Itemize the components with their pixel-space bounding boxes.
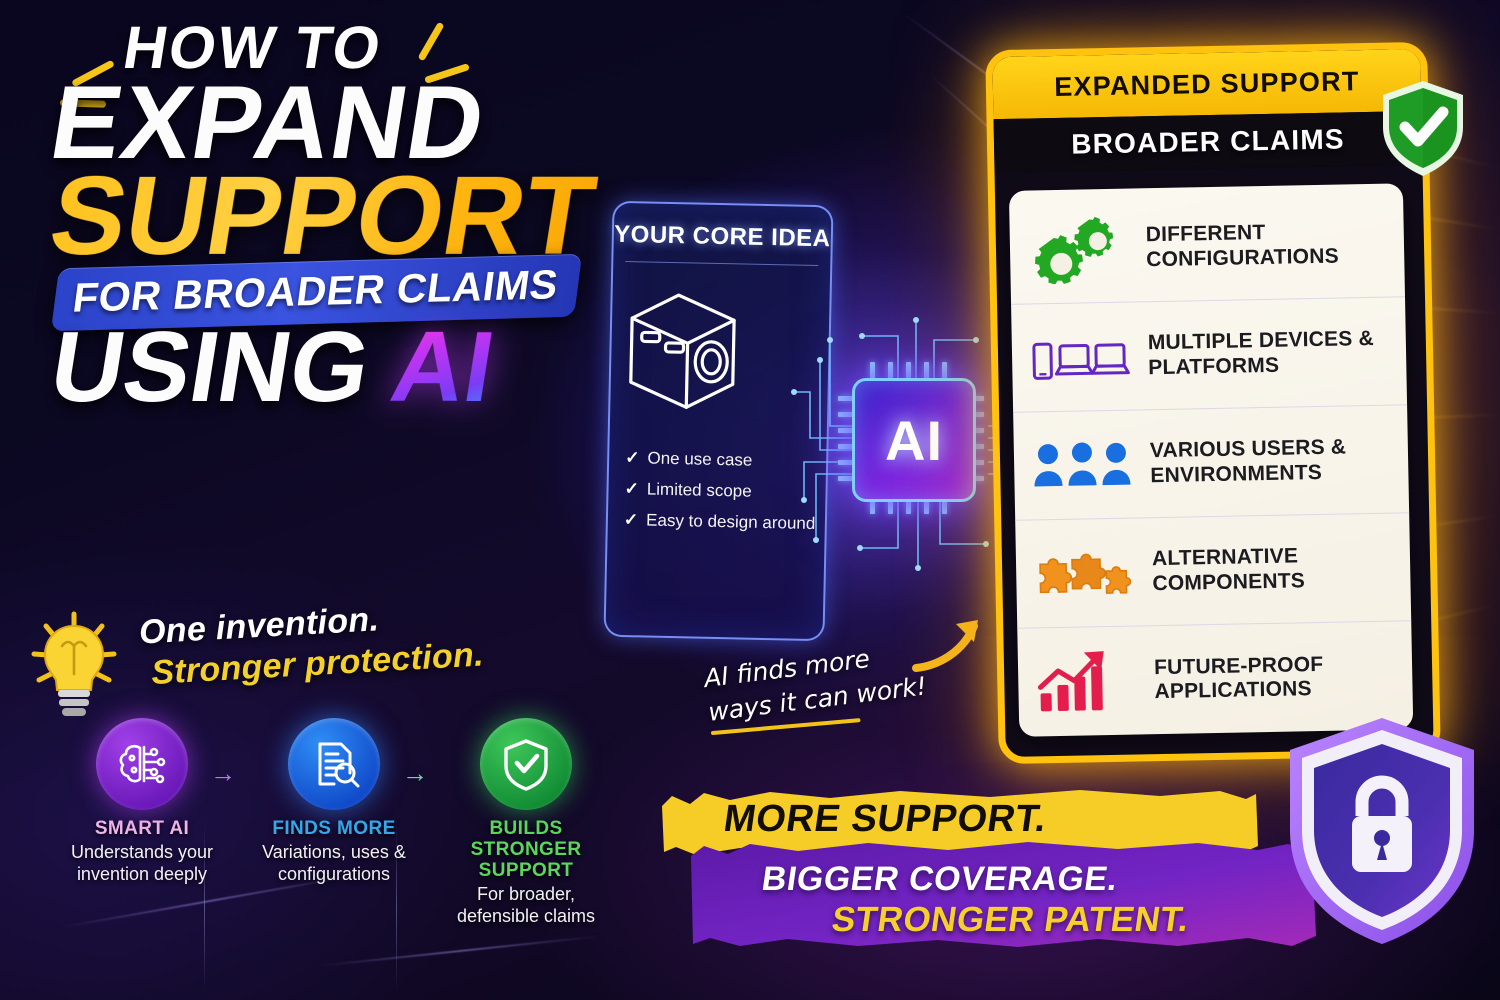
flow-step-1-heading: SMART AI — [94, 818, 190, 839]
flow-step-smart-ai[interactable]: SMART AI Understands your invention deep… — [56, 718, 228, 886]
flow-step-1-circle — [96, 718, 188, 810]
purple-brush-banner — [691, 842, 1316, 947]
lock-shield-icon — [1290, 718, 1474, 944]
banner-line-stronger-patent: STRONGER PATENT. — [829, 900, 1192, 939]
check-icon: ✓ — [624, 479, 640, 499]
flow-step-builds-support[interactable]: BUILDS STRONGER SUPPORT For broader, def… — [440, 718, 612, 928]
flow-arrow-1: → — [210, 758, 236, 788]
ai-chip-label: AI — [885, 408, 943, 472]
flow-step-3-circle — [480, 718, 572, 810]
flow-step-1-body: Understands your invention deeply — [70, 841, 214, 884]
title-line-support: SUPPORT — [42, 153, 620, 278]
lightbulb-icon — [31, 611, 117, 716]
title-ai-word: AI — [383, 310, 502, 423]
card-header-yellow-label: EXPANDED SUPPORT — [1053, 65, 1360, 102]
card-header-black-label: BROADER CLAIMS — [1070, 123, 1345, 160]
card-header-expanded-support: EXPANDED SUPPORT — [992, 48, 1422, 120]
page-title: HOW TO EXPAND SUPPORT FOR BROADER CLAIMS… — [42, 14, 612, 423]
devices-icon — [1030, 328, 1135, 386]
gears-icon — [1027, 214, 1132, 285]
flow-arrow-2: → — [402, 758, 428, 788]
flow-step-2-body: Variations, uses & configurations — [262, 841, 406, 884]
puzzle-icon — [1034, 544, 1139, 602]
bottom-banner: MORE SUPPORT. BIGGER COVERAGE. STRONGER … — [652, 788, 1316, 948]
shield-check-icon — [504, 739, 548, 791]
list-item-label: MULTIPLE DEVICES & PLATFORMS — [1147, 327, 1375, 379]
core-idea-item-label: One use case — [647, 448, 753, 470]
brain-circuit-icon — [119, 744, 166, 784]
users-icon — [1032, 438, 1137, 492]
list-item-label: DIFFERENT CONFIGURATIONS — [1145, 221, 1339, 271]
list-item-label: ALTERNATIVE COMPONENTS — [1151, 544, 1306, 595]
list-item[interactable]: DIFFERENT CONFIGURATIONS — [1009, 189, 1406, 305]
ai-chip-body: AI — [852, 378, 976, 502]
broader-claims-list: DIFFERENT CONFIGURATIONS — [1008, 183, 1414, 737]
banner-line-more-support: MORE SUPPORT. — [721, 798, 1050, 840]
title-line-using-ai: USING AI — [43, 311, 619, 423]
yellow-brush-banner — [662, 790, 1258, 856]
cube-box-icon — [629, 293, 736, 409]
card-header-broader-claims: BROADER CLAIMS — [993, 110, 1423, 174]
core-idea-item-label: Limited scope — [646, 479, 752, 501]
flow-step-2-heading: FINDS MORE — [272, 818, 396, 839]
check-icon: ✓ — [625, 448, 640, 468]
expanded-support-card[interactable]: EXPANDED SUPPORT BROADER CLAIMS — [985, 41, 1441, 765]
core-idea-divider — [625, 261, 819, 267]
list-item-label: VARIOUS USERS & ENVIRONMENTS — [1149, 435, 1347, 487]
flow-step-finds-more[interactable]: FINDS MORE Variations, uses & configurat… — [248, 718, 420, 886]
list-item[interactable]: MULTIPLE DEVICES & PLATFORMS — [1011, 297, 1408, 413]
ai-chip: AI — [790, 300, 1050, 600]
list-item[interactable]: ALTERNATIVE COMPONENTS — [1015, 513, 1412, 629]
green-shield-check-icon — [1383, 81, 1463, 176]
flow-step-3-heading: BUILDS STRONGER SUPPORT — [470, 818, 582, 881]
growth-chart-icon — [1036, 649, 1141, 713]
flow-step-3-body: For broader, defensible claims — [456, 883, 596, 926]
curved-arrow-icon — [912, 620, 978, 672]
list-item-label: FUTURE-PROOF APPLICATIONS — [1153, 652, 1324, 704]
check-icon: ✓ — [623, 510, 639, 530]
list-item[interactable]: FUTURE-PROOF APPLICATIONS — [1017, 621, 1413, 737]
core-idea-card[interactable]: YOUR CORE IDEA ✓ One use case ✓ Limited … — [603, 200, 834, 642]
banner-line-bigger-coverage: BIGGER COVERAGE. — [759, 860, 1121, 898]
flow-divider — [396, 824, 397, 992]
flow-step-2-circle — [288, 718, 380, 810]
flow-divider — [204, 824, 205, 992]
tagline: One invention. Stronger protection. — [138, 594, 485, 693]
ai-flow-diagram: → → SMART AI Understands your invention … — [14, 718, 614, 992]
title-using-word: USING — [43, 310, 402, 423]
document-search-icon — [318, 742, 360, 788]
list-item[interactable]: VARIOUS USERS & ENVIRONMENTS — [1013, 405, 1410, 521]
handwritten-note: AI finds more ways it can work! — [702, 634, 939, 737]
core-idea-title: YOUR CORE IDEA — [613, 220, 831, 253]
